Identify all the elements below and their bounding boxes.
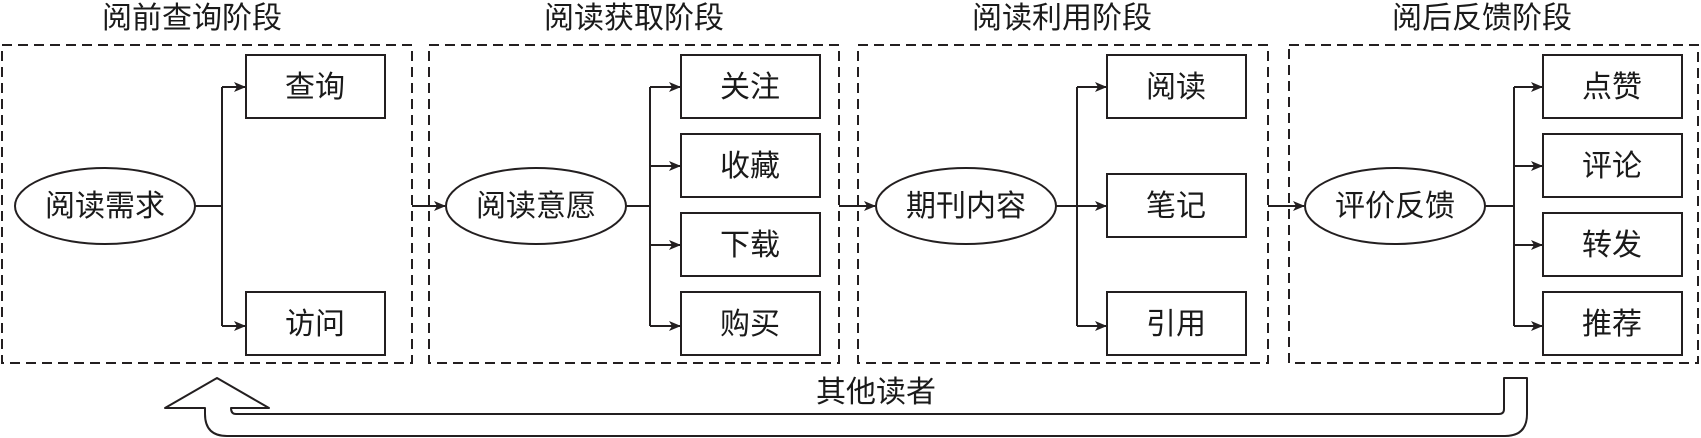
action-label: 查询 <box>285 70 345 105</box>
stage-reading-acquisition: 阅读获取阶段 阅读意愿 关注 收藏 下载 购买 <box>428 1 840 364</box>
branch-connector <box>1485 82 1543 331</box>
branch-connector <box>1056 82 1107 331</box>
action-box <box>245 291 386 356</box>
stage-reading-utilization: 阅读利用阶段 期刊内容 阅读 笔记 引用 <box>857 1 1269 364</box>
action-box <box>245 54 386 119</box>
action-label: 下载 <box>720 228 780 263</box>
stage-pre-reading-query: 阅前查询阶段 阅读需求 查询 访问 <box>1 1 413 364</box>
source-node-label: 期刊内容 <box>906 189 1026 224</box>
action-label: 引用 <box>1146 307 1206 342</box>
action-label: 评论 <box>1582 149 1642 184</box>
stage-title: 阅读利用阶段 <box>972 1 1152 36</box>
branch-connector <box>626 82 681 331</box>
action-label: 阅读 <box>1146 70 1206 105</box>
stage-title: 阅读获取阶段 <box>544 1 724 36</box>
action-label: 点赞 <box>1582 70 1642 105</box>
action-label: 访问 <box>285 307 345 342</box>
stage-frame <box>857 44 1269 364</box>
stage-frame <box>1288 44 1699 364</box>
stage-frame <box>1 44 413 364</box>
action-label: 收藏 <box>720 149 780 184</box>
branch-connector <box>195 82 246 331</box>
action-box <box>1106 173 1247 238</box>
action-label: 笔记 <box>1146 189 1206 224</box>
action-box <box>680 54 821 119</box>
stage-frame <box>428 44 840 364</box>
action-box <box>1542 212 1683 277</box>
action-label: 推荐 <box>1582 307 1642 342</box>
stage-title: 阅后反馈阶段 <box>1392 1 1572 36</box>
feedback-loop-label: 其他读者 <box>816 375 936 410</box>
action-box <box>1542 133 1683 198</box>
action-label: 转发 <box>1582 228 1642 263</box>
feedback-loop-arrow <box>164 377 1528 437</box>
action-box <box>680 291 821 356</box>
action-box <box>1106 54 1247 119</box>
action-label: 关注 <box>720 70 780 105</box>
source-node-label: 阅读需求 <box>45 189 165 224</box>
action-box <box>1542 54 1683 119</box>
stage-post-reading-feedback: 阅后反馈阶段 评价反馈 点赞 评论 转发 推荐 <box>1288 1 1699 364</box>
action-label: 购买 <box>720 307 780 342</box>
source-node-label: 阅读意愿 <box>476 189 596 224</box>
action-box <box>1106 291 1247 356</box>
source-node-label: 评价反馈 <box>1335 189 1455 224</box>
stage-title: 阅前查询阶段 <box>102 1 282 36</box>
action-box <box>680 133 821 198</box>
action-box <box>680 212 821 277</box>
action-box <box>1542 291 1683 356</box>
